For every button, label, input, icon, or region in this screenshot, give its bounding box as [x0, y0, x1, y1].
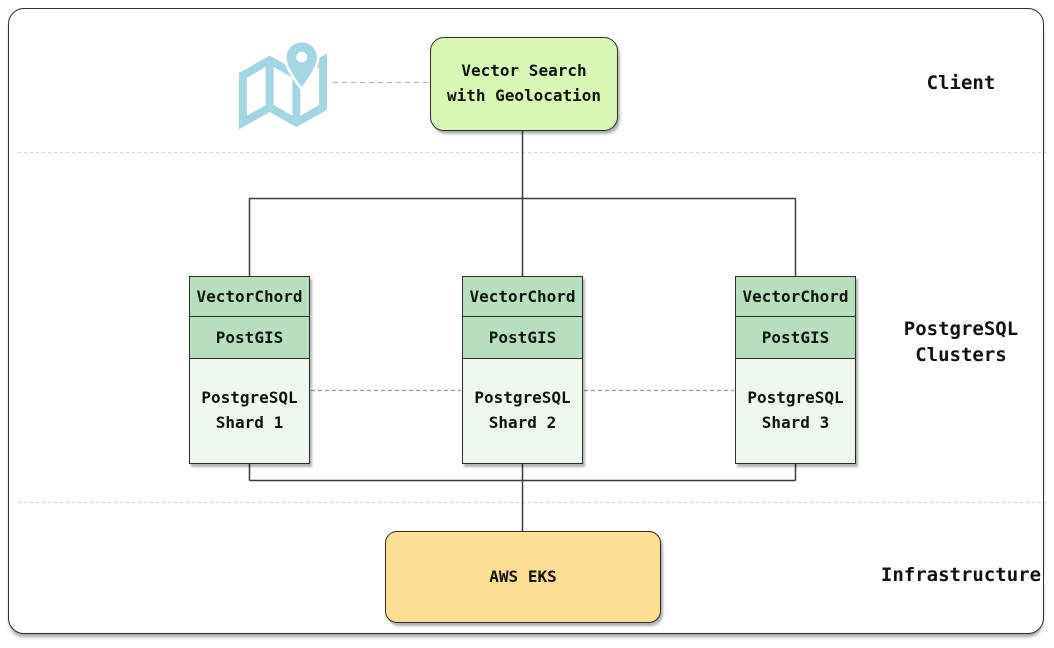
shard-name: PostgreSQL Shard 1: [201, 388, 298, 432]
band-label-infrastructure: Infrastructure: [880, 564, 1042, 586]
layer-postgis: PostGIS: [463, 317, 582, 359]
node-aws-eks: AWS EKS: [385, 531, 661, 623]
shard-name: PostgreSQL Shard 2: [474, 388, 571, 432]
band-label-client: Client: [926, 72, 996, 94]
layer-vectorchord: VectorChord: [736, 277, 855, 317]
band-label-postgresql-clusters: PostgreSQL Clusters: [903, 318, 1019, 366]
node-vector-search: Vector Search with Geolocation: [430, 37, 618, 131]
layer-vectorchord: VectorChord: [463, 277, 582, 317]
layer-postgis: PostGIS: [190, 317, 309, 359]
map-location-pin-icon: [234, 39, 332, 132]
node-postgresql-shard-2: VectorChord PostGIS PostgreSQL Shard 2: [462, 276, 583, 464]
diagram-card: Vector Search with Geolocation Client Ve…: [8, 8, 1050, 634]
shard-name: PostgreSQL Shard 3: [747, 388, 844, 432]
node-postgresql-shard-1: VectorChord PostGIS PostgreSQL Shard 1: [189, 276, 310, 464]
node-postgresql-shard-3: VectorChord PostGIS PostgreSQL Shard 3: [735, 276, 856, 464]
layer-postgis: PostGIS: [736, 317, 855, 359]
layer-vectorchord: VectorChord: [190, 277, 309, 317]
